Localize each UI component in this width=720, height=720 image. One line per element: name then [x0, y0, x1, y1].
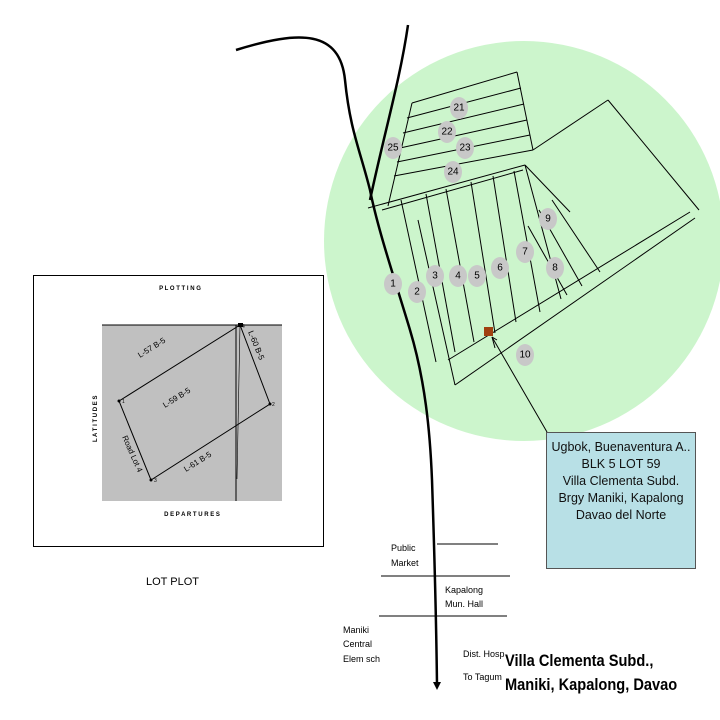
highlighted-lot — [484, 327, 493, 336]
label-direction: To Tagum — [463, 672, 502, 682]
lot-marker-9: 9 — [539, 208, 557, 230]
lot-plot-caption: LOT PLOT — [146, 576, 199, 588]
lot-marker-24: 24 — [444, 161, 462, 183]
lot-marker-label: 10 — [519, 350, 531, 361]
lot-marker-2: 2 — [408, 281, 426, 303]
lot-plot-svg: P L O T T I N G L A T I T U D E S D E P … — [93, 286, 282, 518]
lot-marker-label: 23 — [459, 143, 471, 154]
lot-marker-label: 9 — [545, 214, 551, 225]
map-title: Villa Clementa Subd., Maniki, Kapalong, … — [505, 649, 677, 697]
lot-marker-6: 6 — [491, 257, 509, 279]
owner-line-5: Davao del Norte — [575, 508, 667, 522]
lot-marker-1: 1 — [384, 273, 402, 295]
lot-pointer-icon — [491, 336, 498, 349]
owner-line-3: Villa Clementa Subd. — [562, 474, 680, 488]
vicinity-circle — [324, 41, 720, 441]
lot-marker-4: 4 — [449, 265, 467, 287]
lot-marker-label: 24 — [447, 167, 459, 178]
lot-plot-frame: P L O T T I N G L A T I T U D E S D E P … — [33, 275, 324, 547]
lot-marker-label: 7 — [522, 247, 528, 258]
label-hospital: Dist. Hosp — [463, 649, 505, 659]
lot-marker-label: 1 — [390, 279, 396, 290]
label-mun-hall-2: Mun. Hall — [445, 599, 483, 609]
map-title-line-2: Maniki, Kapalong, Davao — [505, 675, 678, 694]
label-mun-hall-1: Kapalong — [445, 585, 483, 595]
lot-marker-10: 10 — [516, 344, 534, 366]
lot-marker-label: 6 — [497, 263, 503, 274]
lot-marker-8: 8 — [546, 257, 564, 279]
label-school-1: Maniki — [343, 625, 369, 635]
plot-area — [102, 325, 282, 501]
label-school-3: Elem sch — [343, 654, 380, 664]
plot-y-axis-label: L A T I T U D E S — [93, 396, 99, 442]
lot-marker-label: 3 — [432, 271, 438, 282]
lot-marker-5: 5 — [468, 265, 486, 287]
label-public-market-2: Market — [391, 558, 419, 568]
owner-info-box: Ugbok, Buenaventura A.. BLK 5 LOT 59 Vil… — [546, 432, 696, 569]
lot-marker-3: 3 — [426, 265, 444, 287]
lot-marker-22: 22 — [438, 121, 456, 143]
corner-4: 4 — [242, 324, 245, 330]
lot-marker-7: 7 — [516, 241, 534, 263]
lot-marker-label: 2 — [414, 287, 420, 298]
owner-line-4: Brgy Maniki, Kapalong — [558, 491, 684, 505]
lot-marker-label: 25 — [387, 143, 399, 154]
side-road — [368, 24, 410, 201]
arrow-down-icon — [433, 682, 441, 690]
label-public-market-1: Public — [391, 543, 416, 553]
owner-line-2: BLK 5 LOT 59 — [581, 457, 661, 471]
label-school-2: Central — [343, 639, 372, 649]
plot-header: P L O T T I N G — [159, 286, 201, 292]
lot-marker-23: 23 — [456, 137, 474, 159]
plot-x-axis-label: D E P A R T U R E S — [164, 512, 220, 518]
lot-marker-label: 8 — [552, 263, 558, 274]
owner-line-1: Ugbok, Buenaventura A.. — [551, 440, 691, 454]
corner-3: 3 — [154, 478, 157, 484]
corner-2: 2 — [272, 402, 275, 408]
map-title-line-1: Villa Clementa Subd., — [505, 651, 654, 670]
lot-marker-label: 5 — [474, 271, 480, 282]
landmark-lines — [379, 543, 510, 617]
lot-marker-label: 22 — [441, 127, 453, 138]
lot-marker-25: 25 — [384, 137, 402, 159]
lot-marker-label: 21 — [453, 103, 465, 114]
lot-marker-label: 4 — [455, 271, 461, 282]
lot-marker-21: 21 — [450, 97, 468, 119]
corner-1: 1 — [122, 399, 125, 405]
